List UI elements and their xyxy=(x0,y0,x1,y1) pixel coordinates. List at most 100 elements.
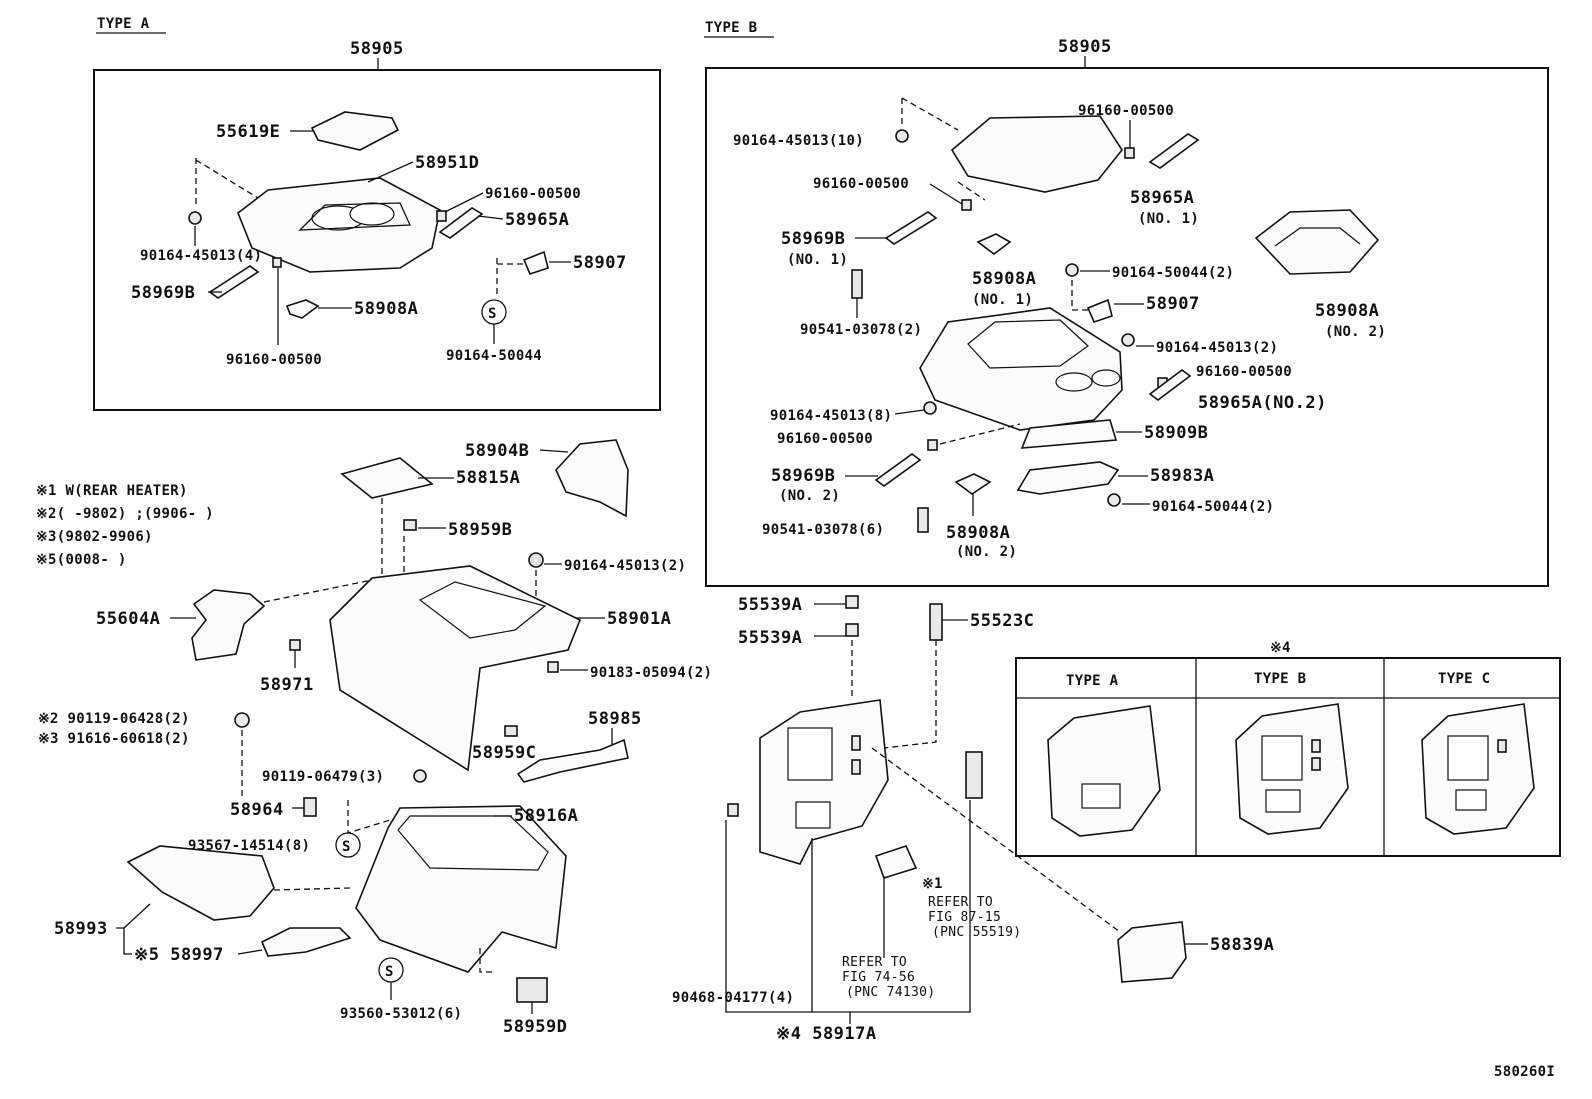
label-90164-45013-4: 90164-45013(4) xyxy=(140,248,262,264)
lower-right-section: 55539A 55539A 55523C ※1 REFER TO FIG 87-… xyxy=(672,595,1274,1044)
figure-code: 580260I xyxy=(1494,1064,1555,1080)
bolt-icon xyxy=(234,712,250,728)
cap-icon xyxy=(874,845,918,879)
label-90541-03078-2: 90541-03078(2) xyxy=(800,322,922,338)
label-90164-50044-a: 90164-50044 xyxy=(446,348,542,364)
label-58969b-b2: 58969B xyxy=(771,466,835,486)
label-58993: 58993 xyxy=(54,919,108,939)
hinge-58969b-shape xyxy=(208,265,260,299)
bolt-icon xyxy=(1107,493,1121,507)
bracket-58997-shape xyxy=(260,927,352,957)
type-a-section: TYPE A 58905 55619E 58951D 90164-45013(4… xyxy=(93,16,661,411)
label-58983a: 58983A xyxy=(1150,466,1214,486)
label-90164-50044-b2: 90164-50044(2) xyxy=(1152,499,1274,515)
bracket-58907-b-shape xyxy=(1086,298,1113,323)
label-58908a-b2r-no: (NO. 2) xyxy=(1325,324,1386,340)
ref2-line2: FIG 74-56 xyxy=(842,970,915,985)
ref2-line3: (PNC 74130) xyxy=(846,985,935,1000)
label-96160-00500-b4: 96160-00500 xyxy=(777,431,873,447)
bolt-icon xyxy=(413,769,427,783)
label-90164-45013-2-ll: 90164-45013(2) xyxy=(564,558,686,574)
type-a-assy-number: 58905 xyxy=(350,39,404,59)
notes-block: ※1 W(REAR HEATER) ※2( -9802) ;(9906- ) ※… xyxy=(36,483,214,568)
cover-58904b-shape xyxy=(555,439,629,518)
type-a-heading: TYPE A xyxy=(97,16,150,32)
s-mark-ll2: S xyxy=(385,964,394,980)
label-55604a: 55604A xyxy=(96,609,160,629)
cover-58839a-shape xyxy=(1117,921,1187,983)
clip-icon xyxy=(504,725,518,737)
label-96160-00500-b3: 96160-00500 xyxy=(1196,364,1292,380)
label-96160-00500-b2: 96160-00500 xyxy=(813,176,909,192)
label-58965a-a: 58965A xyxy=(505,210,569,230)
label-58839a: 58839A xyxy=(1210,935,1274,955)
label-90164-45013-8: 90164-45013(8) xyxy=(770,408,892,424)
label-58901a: 58901A xyxy=(607,609,671,629)
clip-icon xyxy=(403,519,417,531)
type-a-assy-box xyxy=(93,69,661,411)
pad-58959d-icon xyxy=(516,977,548,1003)
label-58909b: 58909B xyxy=(1144,423,1208,443)
note-5: ※5(0008- ) xyxy=(36,552,127,568)
garnish-55604a-shape xyxy=(191,589,266,661)
label-58969b-b1-no: (NO. 1) xyxy=(787,252,848,268)
label-58908a-b2b-no: (NO. 2) xyxy=(956,544,1017,560)
label-58997: ※5 58997 xyxy=(134,945,224,965)
label-90468-04177: 90468-04177(4) xyxy=(672,990,794,1006)
note-3: ※3(9802-9906) xyxy=(36,529,153,545)
label-58969b-a: 58969B xyxy=(131,283,195,303)
label-58908a-b2b: 58908A xyxy=(946,523,1010,543)
label-58969b-b1: 58969B xyxy=(781,229,845,249)
lid-shape-b xyxy=(950,115,1123,193)
bracket-58985-shape xyxy=(516,738,629,783)
ref1-line1: REFER TO xyxy=(928,895,993,910)
screw-icon xyxy=(917,507,929,533)
variant-col-a: TYPE A xyxy=(1066,673,1119,689)
note-1: ※1 W(REAR HEATER) xyxy=(36,483,188,499)
s-mark-ll1: S xyxy=(342,839,351,855)
ref1-line3: (PNC 55519) xyxy=(932,925,1021,940)
label-55619e: 55619E xyxy=(216,122,280,142)
s-mark-a: S xyxy=(488,306,497,322)
ref1-mark: ※1 xyxy=(922,876,943,892)
clip-icon xyxy=(727,803,739,817)
label-58907-b: 58907 xyxy=(1146,294,1200,314)
label-58908a-a: 58908A xyxy=(354,299,418,319)
label-96160-00500-b1: 96160-00500 xyxy=(1078,103,1174,119)
label-58951d: 58951D xyxy=(415,153,479,173)
type-b-assy-number: 58905 xyxy=(1058,37,1112,57)
label-58815a: 58815A xyxy=(456,468,520,488)
lower-left-section: 58904B 58815A 58959B 90164-45013(2) 5890… xyxy=(38,439,712,1037)
label-90164-45013-2b: 90164-45013(2) xyxy=(1156,340,1278,356)
label-55539a-1: 55539A xyxy=(738,595,802,615)
hinge-58965a-b1-shape xyxy=(1148,133,1200,169)
label-58908a-b1-no: (NO. 1) xyxy=(972,292,1033,308)
label-58908a-b1: 58908A xyxy=(972,269,1036,289)
variant-table: ※4 TYPE A TYPE B TYPE C xyxy=(1015,640,1561,857)
clip-icon xyxy=(272,257,282,268)
latch-58908a-b1-shape xyxy=(976,233,1012,255)
label-58965a-b1: 58965A xyxy=(1130,188,1194,208)
bracket-58983a-shape xyxy=(1016,461,1120,495)
latch-58908a-shape xyxy=(285,299,320,319)
variant-col-c: TYPE C xyxy=(1438,671,1490,687)
label-93560-53012: 93560-53012(6) xyxy=(340,1006,462,1022)
bolt-icon xyxy=(895,129,909,143)
label-58907-a: 58907 xyxy=(573,253,627,273)
hinge-58969b-b2-shape xyxy=(874,453,922,487)
latch-58908a-b2b-shape xyxy=(954,473,992,495)
label-90164-50044-b1: 90164-50044(2) xyxy=(1112,265,1234,281)
label-55539a-2: 55539A xyxy=(738,628,802,648)
note-3-part: ※3 91616-60618(2) xyxy=(38,731,190,747)
label-93567-14514: 93567-14514(8) xyxy=(188,838,310,854)
clip-icon xyxy=(436,210,447,222)
bolt-icon xyxy=(528,552,544,568)
label-58965a-no2: 58965A(NO.2) xyxy=(1198,393,1327,413)
label-90541-03078-6: 90541-03078(6) xyxy=(762,522,884,538)
panel-58909b-shape xyxy=(1020,419,1118,449)
type-b-section: TYPE B 58905 90164-45013(10) 96160-00500… xyxy=(704,20,1549,587)
label-90164-45013-10: 90164-45013(10) xyxy=(733,133,864,149)
clip-icon xyxy=(961,199,972,211)
label-58969b-b2-no: (NO. 2) xyxy=(779,488,840,504)
